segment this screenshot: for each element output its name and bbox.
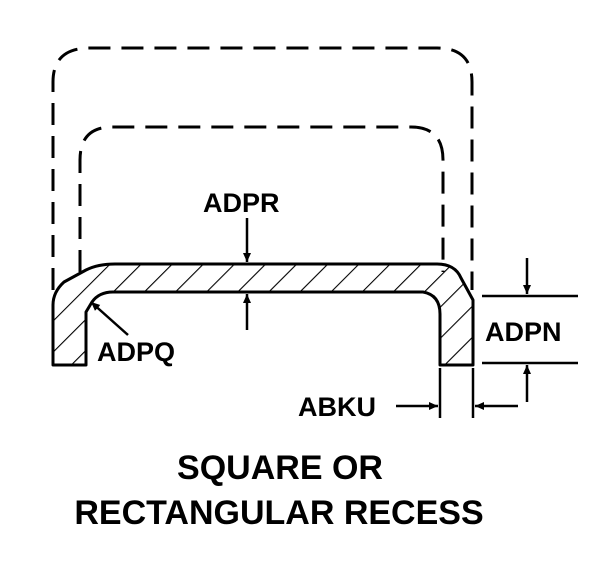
abku-label: ABKU: [298, 392, 376, 422]
hatched-section: [51, 262, 475, 367]
adpr-label: ADPR: [203, 188, 280, 218]
inner-dashed-outline: [78, 125, 445, 272]
caption-line-2: RECTANGULAR RECESS: [74, 494, 483, 532]
adpn-label: ADPN: [485, 317, 562, 347]
adpq-leader-arrow: [90, 301, 129, 336]
adpq-label: ADPQ: [97, 337, 175, 367]
outer-dashed-outline: [51, 46, 474, 290]
caption-line-1: SQUARE OR: [177, 449, 383, 487]
